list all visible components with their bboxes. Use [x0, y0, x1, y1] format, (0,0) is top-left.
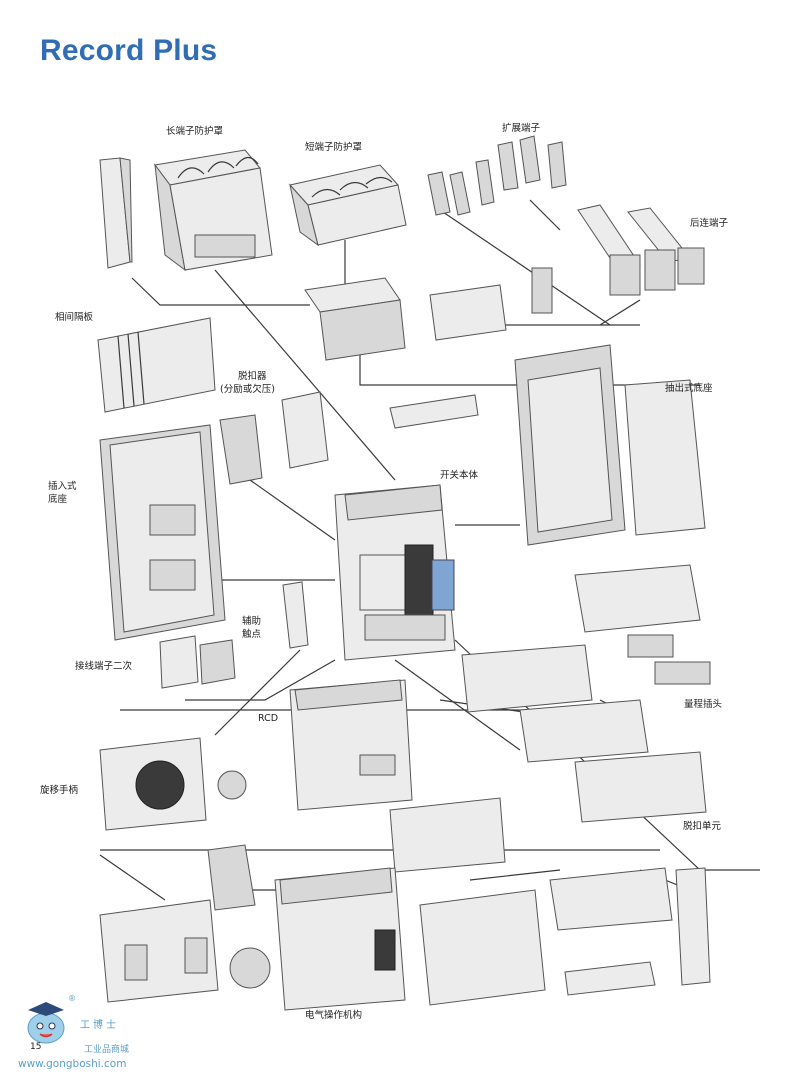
mascot-logo: [18, 996, 78, 1052]
secondary-terminal-parts: [159, 635, 236, 689]
label-breaker-body: 开关本体: [440, 470, 479, 481]
label-motor-operator: 电气操作机构: [305, 1010, 363, 1021]
short-terminal-cover-part: [289, 164, 407, 247]
label-release-line1: 脱扣器: [238, 371, 267, 382]
withdrawable-base-part: [514, 344, 706, 546]
label-rcd: RCD: [258, 713, 279, 724]
plugin-base-part: [99, 424, 226, 641]
page-title: Record Plus: [40, 34, 218, 67]
cover-plate-part: [389, 394, 479, 429]
rcd-part: [289, 679, 413, 811]
label-phase-barrier: 相间隔板: [55, 312, 94, 323]
label-short-terminal-cover: 短端子防护罩: [305, 142, 363, 153]
label-release-line2: (分励或欠压): [220, 384, 275, 395]
label-release: 脱扣器 (分励或欠压): [220, 370, 275, 396]
terminal-block-part: [304, 277, 507, 361]
watermark-subtitle: 工业品商城: [84, 1045, 130, 1055]
label-rotary-handle: 旋移手柄: [40, 785, 79, 796]
front-cover-part: [389, 797, 506, 873]
label-aux-contact-line2: 触点: [242, 629, 262, 640]
label-trip-unit: 脱扣单元: [683, 821, 722, 832]
registered-mark: ®: [68, 994, 76, 1003]
label-secondary-terminal: 接线端子二次: [75, 661, 133, 672]
extension-terminal-parts: [427, 135, 567, 216]
rear-terminal-parts: [531, 204, 705, 314]
release-unit-parts: [219, 391, 329, 485]
motor-operator-part: [274, 867, 406, 1011]
label-plugin-base-line2: 底座: [48, 494, 68, 505]
bottom-terminal-covers: [419, 867, 711, 1006]
actuator-part: [207, 844, 256, 911]
page-number: 15: [30, 1042, 42, 1052]
label-plugin-base: 插入式 底座: [48, 480, 77, 506]
long-terminal-cover-part: [154, 149, 273, 272]
label-plugin-base-line1: 插入式: [48, 481, 77, 492]
label-aux-contact-line1: 辅助: [242, 616, 262, 627]
label-rear-terminal: 后连端子: [690, 218, 729, 229]
watermark-brand: 工博士: [80, 1020, 119, 1031]
bottom-module-part: [99, 899, 271, 1003]
aux-contact-part: [282, 581, 309, 649]
label-extension-terminal: 扩展端子: [502, 123, 541, 134]
label-rating-plug: 量程插头: [684, 699, 723, 710]
rotary-handle-part: [99, 737, 247, 831]
label-aux-contact: 辅助 触点: [242, 615, 261, 641]
side-panel: [99, 157, 133, 269]
watermark-url: www.gongboshi.com: [18, 1058, 127, 1070]
breaker-body-part: [334, 484, 456, 661]
label-long-terminal-cover: 长端子防护罩: [166, 126, 224, 137]
trip-unit-parts: [461, 644, 707, 823]
rating-plug-parts: [574, 564, 711, 685]
phase-barrier-part: [97, 317, 216, 413]
label-withdrawable-base: 抽出式底座: [665, 383, 713, 394]
mascot-icon: [27, 1002, 65, 1044]
